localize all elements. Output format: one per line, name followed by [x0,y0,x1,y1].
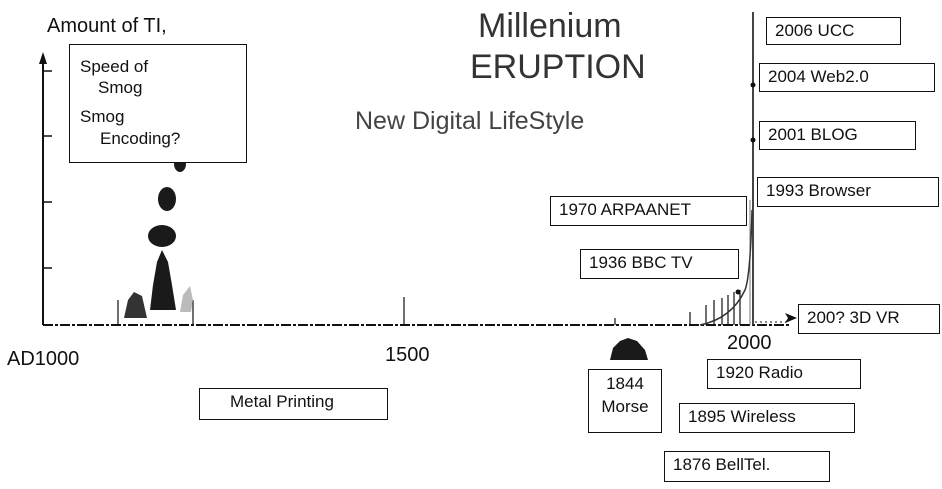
morse-year: 1844 [593,375,657,392]
smog-blob-upper [158,187,176,211]
smog-blob-tall [150,250,176,310]
smog-blob-faint [180,286,193,312]
y-axis-ticks [43,71,52,268]
smog-blobs [124,156,193,318]
event-1936-bbc-tv: 1936 BBC TV [580,249,739,279]
x-axis-ticks [43,290,740,325]
x-axis-label-start: AD1000 [7,349,79,369]
smog-note-box: Speed of Smog Smog Encoding? [69,44,247,163]
event-1895-wireless: 1895 Wireless [679,403,855,433]
x-axis-label-end: 2000 [727,333,772,353]
event-2004-web2: 2004 Web2.0 [759,63,935,92]
y-axis-label: Amount of TI, [47,16,167,36]
morse-blob [610,338,648,360]
title-line-2: ERUPTION [470,50,646,84]
note-speed-of: Speed of [80,58,148,75]
event-1970-arpanet: 1970 ARPAANET [550,196,747,226]
event-1844-morse: 1844 Morse [588,369,662,433]
x-axis-label-mid: 1500 [385,345,430,365]
smog-blob-middle [148,225,176,247]
subtitle: New Digital LifeStyle [355,109,584,134]
y-axis-arrow [39,52,47,64]
event-1876-belltel: 1876 BellTel. [664,451,830,482]
smog-blob-small [124,292,147,318]
x-axis-arrow [785,313,797,323]
event-metal-printing: Metal Printing [199,388,388,420]
note-encoding: Encoding? [100,130,180,147]
title-line-1: Millenium [478,9,622,43]
event-2001-blog: 2001 BLOG [759,121,916,150]
note-smog-2: Smog [80,108,124,125]
event-200x-3d-vr: 200? 3D VR [798,304,940,334]
event-2006-ucc: 2006 UCC [766,17,901,45]
note-smog-1: Smog [98,79,142,96]
event-1993-browser: 1993 Browser [757,177,939,207]
event-1920-radio: 1920 Radio [707,359,861,389]
morse-name: Morse [593,398,657,415]
